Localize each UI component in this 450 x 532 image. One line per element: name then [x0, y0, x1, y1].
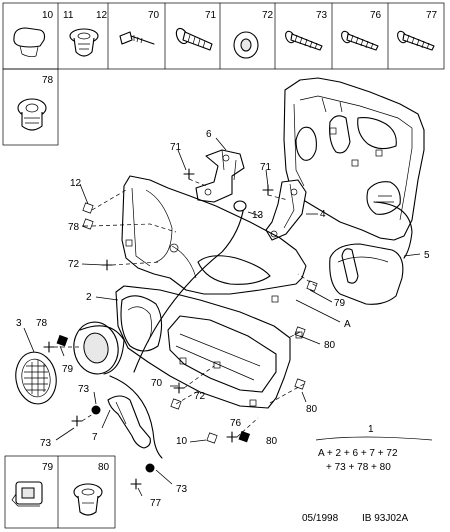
top-parts-table: 10 11 12 70 71 72 — [2, 2, 445, 146]
speaker-unit — [73, 321, 125, 375]
door-trim-assembly-drawing — [15, 77, 433, 497]
callout: A — [344, 319, 351, 330]
door-trim-panel — [121, 175, 307, 303]
tapping-screw-icon — [397, 30, 435, 51]
rivet-pin-icon — [119, 31, 155, 45]
footer-code: IB 93J02A — [362, 513, 408, 524]
callout: 76 — [230, 418, 242, 429]
formula-line-2: + 73 + 78 + 80 — [326, 462, 391, 473]
part-number-73: 73 — [316, 10, 328, 21]
callout: 79 — [62, 364, 74, 375]
fastener-markers — [56, 334, 251, 473]
leader-lines — [23, 137, 421, 497]
speaker-housing — [329, 243, 404, 305]
formula-ref: 1 — [368, 424, 374, 435]
callout: 71 — [170, 142, 182, 153]
part-number-12: 12 — [96, 10, 108, 21]
tapping-screw-icon — [285, 30, 323, 51]
footer-date: 05/1998 — [302, 513, 339, 524]
formula-line-1: A + 2 + 6 + 7 + 72 — [318, 448, 398, 459]
speaker-grille — [15, 351, 57, 405]
flange-screw-icon — [175, 27, 213, 51]
callout: 5 — [424, 250, 430, 261]
push-clip-icon — [69, 28, 99, 57]
washer-grommet-icon — [233, 31, 259, 59]
bracket-5 — [195, 149, 245, 203]
strap-7 — [107, 395, 151, 449]
callout-labels: 6 71 71 4 13 12 78 72 5 2 79 A 3 78 79 8… — [16, 129, 430, 509]
tapping-screw-icon — [341, 30, 379, 51]
clip-markers — [82, 202, 318, 444]
grommet-13 — [233, 200, 247, 212]
bracket-4 — [265, 179, 307, 241]
callout: 70 — [151, 378, 163, 389]
callout: 7 — [92, 432, 98, 443]
part-number-70: 70 — [148, 10, 160, 21]
bottom-parts-table: 79 80 — [4, 455, 116, 529]
part-number-71: 71 — [205, 10, 217, 21]
assembly-formula: 1 A + 2 + 6 + 7 + 72 + 73 + 78 + 80 — [318, 424, 398, 473]
door-inner-panel — [283, 77, 425, 241]
formula-bracket — [315, 436, 433, 441]
part-number-10: 10 — [42, 10, 54, 21]
door-pocket-panel — [115, 285, 303, 409]
push-retainer-icon — [73, 483, 103, 516]
callout: 80 — [324, 340, 336, 351]
callout: 78 — [68, 222, 80, 233]
callout: 80 — [266, 436, 278, 447]
cross-markers — [43, 168, 274, 490]
fir-tree-clip-icon — [17, 98, 47, 131]
callout: 79 — [334, 298, 346, 309]
part-number-77: 77 — [426, 10, 438, 21]
callout: 80 — [306, 404, 318, 415]
callout: 72 — [194, 391, 206, 402]
callout: 6 — [206, 129, 212, 140]
part-number-11: 11 — [63, 10, 74, 21]
footer: 05/1998 IB 93J02A — [302, 513, 408, 524]
part-number-79: 79 — [42, 462, 54, 473]
part-number-72: 72 — [262, 10, 274, 21]
part-number-78: 78 — [42, 75, 54, 86]
callout: 71 — [260, 162, 272, 173]
part-number-76: 76 — [370, 10, 382, 21]
wire — [373, 201, 413, 259]
callout: 10 — [176, 436, 188, 447]
callout: 72 — [68, 259, 80, 270]
dashed-lines — [54, 178, 317, 438]
callout: 2 — [86, 292, 92, 303]
callout: 73 — [78, 384, 90, 395]
rod — [133, 205, 245, 373]
part-number-80: 80 — [98, 462, 110, 473]
plug-cap-icon — [13, 27, 46, 58]
retainer-clip-icon — [11, 481, 43, 507]
callout: 4 — [320, 209, 326, 220]
callout: 13 — [252, 210, 264, 221]
callout: 3 — [16, 318, 22, 329]
callout: 77 — [150, 498, 162, 509]
callout: 78 — [36, 318, 48, 329]
callout: 73 — [40, 438, 52, 449]
cable — [109, 375, 163, 459]
callout: 73 — [176, 484, 188, 495]
callout: 12 — [70, 178, 82, 189]
